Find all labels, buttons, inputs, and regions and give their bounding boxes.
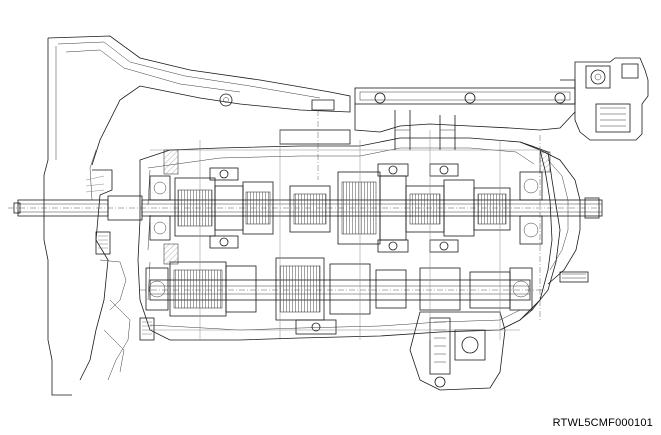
hidden-lines [150,130,540,340]
sectioned-parts [163,149,551,265]
lower-bearings [139,317,337,341]
shift-tower [560,57,649,141]
shift-mechanism [279,87,576,180]
synchronizers [149,163,543,253]
clutch-release-mechanism [79,169,131,381]
counter-shaft [140,257,545,321]
clutch-housing [43,35,351,396]
transmission-case [137,137,561,341]
reverse-idler-assembly [409,271,589,391]
figure-code: RTWL5CMF000101 [552,417,653,429]
main-shaft-gears [174,171,511,245]
